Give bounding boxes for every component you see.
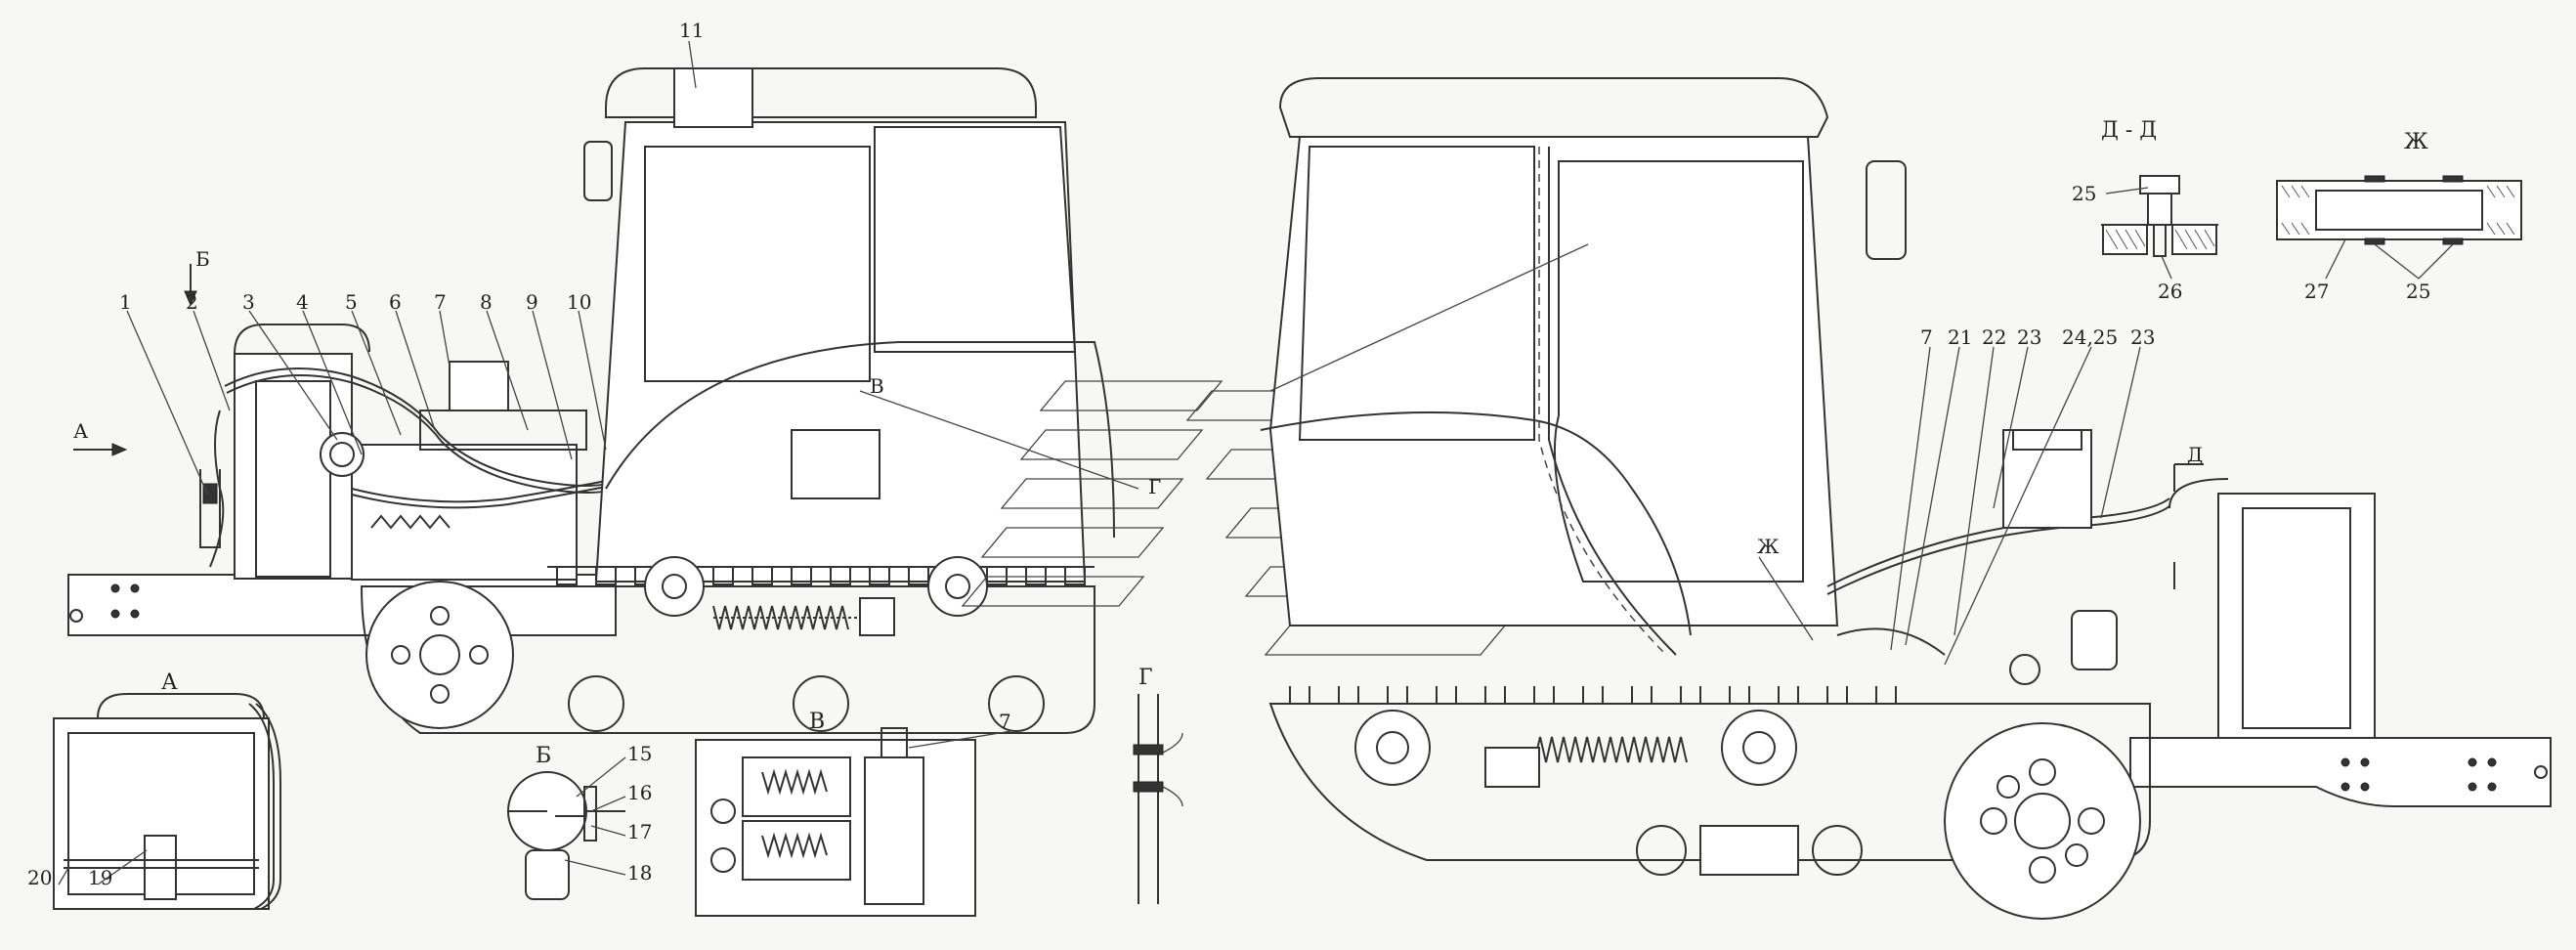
callout-21: 21	[1948, 325, 1972, 349]
callout-23a: 23	[2017, 325, 2041, 349]
bumper-bolts	[69, 583, 140, 623]
left-frame-bumper	[67, 574, 617, 636]
callout-23b: 23	[2130, 325, 2155, 349]
callout-3: 3	[242, 290, 255, 314]
section-zh-title: Ж	[2404, 130, 2428, 154]
marker-g-label: Г	[1148, 475, 1161, 498]
right-track	[1268, 703, 2151, 861]
callout-27: 27	[2304, 280, 2329, 303]
view-v-bracket	[864, 756, 924, 905]
callout-7: 7	[434, 290, 447, 314]
callout-11: 11	[679, 19, 704, 42]
view-labels: А Б А Б В Г Д - Д Ж Д Ж Г В	[73, 118, 2428, 768]
callout-2: 2	[186, 290, 198, 314]
callout-15: 15	[627, 742, 652, 765]
left-engine-block	[351, 444, 578, 581]
left-fender	[605, 341, 1115, 539]
section-dd-bolt	[2147, 193, 2172, 226]
callout-labels: 1 2 3 4 5 6 7 8 9 10 11 15 16 17 18 19 2…	[27, 19, 2430, 889]
callout-25a: 25	[2072, 182, 2096, 205]
right-bumper-bolts	[2340, 757, 2548, 792]
arrow-b-head	[184, 290, 197, 307]
callout-17: 17	[627, 820, 652, 843]
left-cab-window-2	[874, 126, 1077, 353]
callout-19: 19	[88, 866, 112, 889]
view-g-pipe	[1138, 694, 1159, 904]
left-sprocket	[365, 581, 514, 729]
right-filter	[2071, 610, 2118, 670]
marker-d-label: Д	[2187, 443, 2203, 466]
callout-18: 18	[627, 861, 652, 885]
right-mirror	[1866, 160, 1907, 260]
view-v-inset	[695, 727, 976, 917]
callout-7b: 7	[1920, 325, 1933, 349]
marker-d-line-1	[2173, 463, 2204, 492]
view-a-inset	[53, 693, 281, 910]
section-zh-inset	[2276, 175, 2522, 245]
callout-16: 16	[627, 781, 652, 804]
left-cab-roof	[605, 67, 1037, 118]
view-a-title: А	[161, 670, 178, 695]
right-cab-window-1	[1298, 146, 1535, 441]
view-v-frame	[695, 739, 976, 917]
callout-25b: 25	[2406, 280, 2430, 303]
callout-4: 4	[296, 290, 309, 314]
left-roller-2	[927, 556, 988, 617]
right-fender	[1260, 411, 1692, 636]
right-roller-2	[1721, 710, 1797, 786]
arrow-a-label: А	[73, 419, 88, 443]
right-frame-bumper	[2129, 737, 2552, 807]
right-cab-window-2	[1553, 160, 1804, 583]
marker-zh-label: Ж	[1757, 535, 1780, 558]
left-track	[360, 585, 1095, 734]
callout-7c: 7	[999, 710, 1011, 733]
marker-v-label: В	[870, 374, 884, 398]
right-cab-body	[1268, 136, 1839, 626]
callout-1: 1	[119, 290, 132, 314]
section-dd-title: Д - Д	[2101, 118, 2157, 143]
right-tension-spring	[1533, 736, 1688, 763]
view-g-inset	[1133, 694, 1183, 904]
section-dd-inset	[2101, 175, 2218, 257]
right-tank	[2002, 429, 2092, 529]
callout-6: 6	[389, 290, 402, 314]
left-roller-1	[644, 556, 705, 617]
callout-26: 26	[2158, 280, 2182, 303]
callout-10: 10	[567, 290, 591, 314]
right-radiator	[2217, 493, 2376, 739]
callout-24-25: 24,25	[2062, 325, 2118, 349]
view-arrows	[73, 264, 2204, 589]
left-tension-spring	[712, 605, 849, 630]
left-tractor	[67, 67, 1115, 734]
right-cab-roof	[1278, 77, 1829, 138]
view-v-title: В	[809, 710, 825, 734]
view-b-title: Б	[536, 744, 551, 768]
arrow-a-head	[111, 443, 128, 456]
right-sprocket	[1944, 722, 2141, 920]
leader-lines	[58, 40, 2454, 885]
callout-22: 22	[1982, 325, 2006, 349]
callout-5: 5	[345, 290, 358, 314]
view-g-title: Г	[1138, 666, 1153, 690]
callout-8: 8	[480, 290, 493, 314]
right-tractor	[1260, 77, 2552, 920]
left-mirror	[583, 141, 613, 201]
callout-20: 20	[27, 866, 52, 889]
arrow-b-label: Б	[195, 247, 210, 271]
right-roller-1	[1354, 710, 1431, 786]
left-cab-window-1	[644, 146, 871, 382]
right-track-teeth	[1270, 686, 2111, 705]
callout-9: 9	[526, 290, 538, 314]
view-b-inset	[507, 771, 625, 900]
